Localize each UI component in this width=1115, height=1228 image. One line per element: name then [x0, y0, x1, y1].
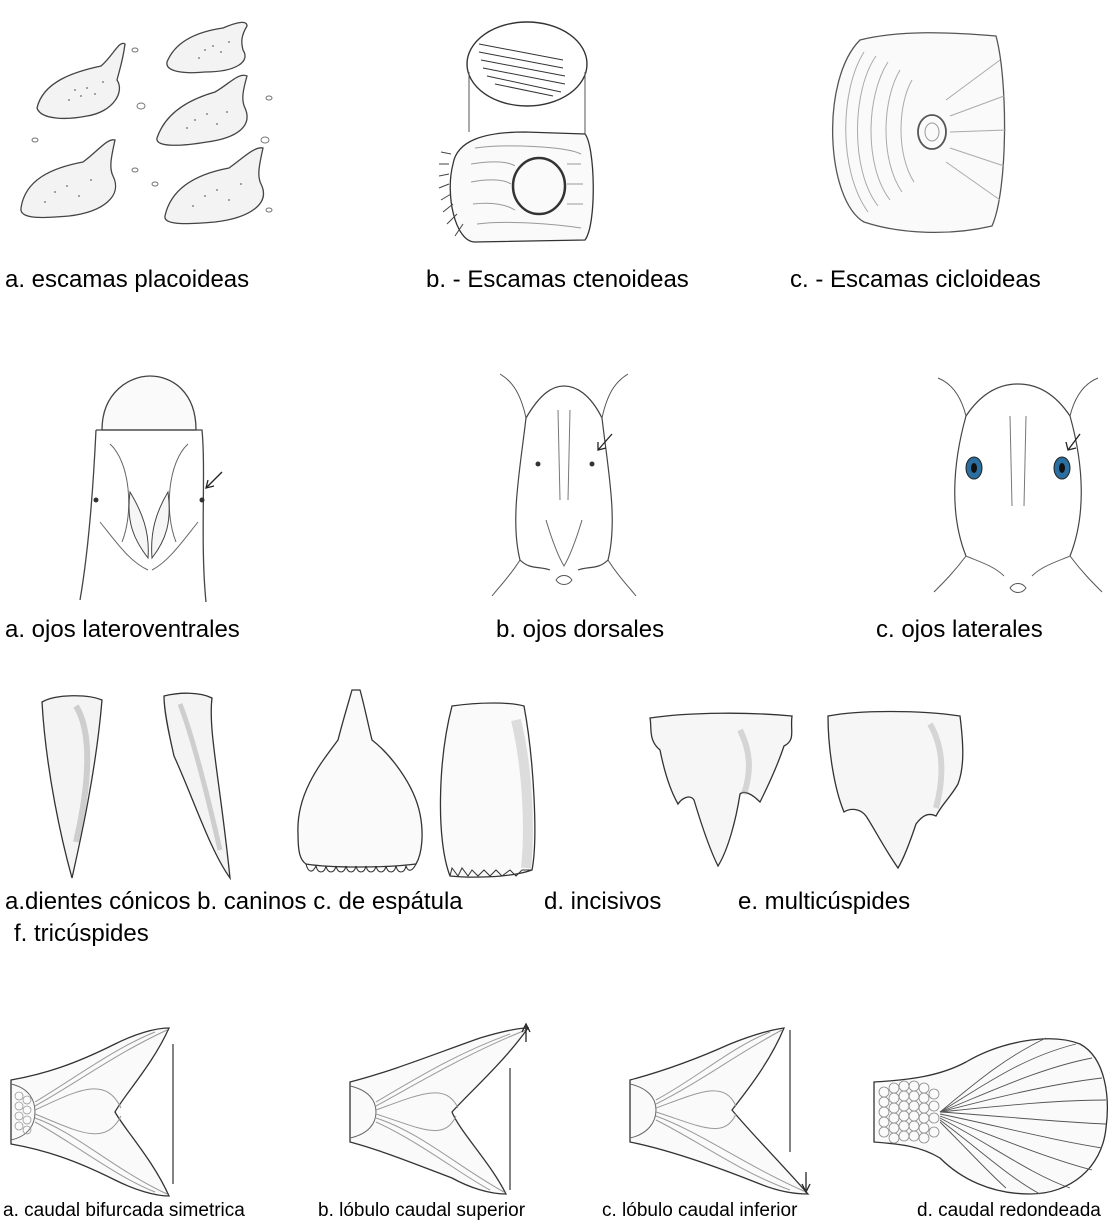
caption-ctenoid-scales: b. - Escamas ctenoideas	[426, 266, 689, 294]
cycloid-scale-illustration	[820, 20, 1010, 240]
symmetric-forked-caudal-illustration	[5, 1024, 195, 1200]
caption-teeth-e: e. multicúspides	[738, 888, 910, 916]
caption-lower-caudal-lobe: c. lóbulo caudal inferior	[602, 1200, 797, 1222]
caption-symmetric-forked-caudal: a. caudal bifurcada simetrica	[3, 1200, 245, 1222]
caption-lateroventral-eyes: a. ojos lateroventrales	[5, 616, 240, 644]
spatulate-tooth-illustration	[290, 684, 430, 882]
upper-caudal-lobe-illustration	[340, 1022, 540, 1200]
lateroventral-eyes-illustration	[60, 372, 230, 602]
placoid-scales-illustration	[15, 20, 285, 225]
caption-rounded-caudal: d. caudal redondeada	[917, 1200, 1101, 1222]
lower-caudal-lobe-illustration	[620, 1022, 820, 1200]
canine-tooth-illustration	[150, 690, 242, 884]
caption-teeth-d: d. incisivos	[544, 888, 661, 916]
rounded-caudal-illustration	[870, 1028, 1110, 1198]
conical-tooth-illustration	[36, 692, 108, 882]
caption-dorsal-eyes: b. ojos dorsales	[496, 616, 664, 644]
caption-upper-caudal-lobe: b. lóbulo caudal superior	[318, 1200, 525, 1222]
caption-placoid-scales: a. escamas placoideas	[5, 266, 249, 294]
dorsal-eyes-illustration	[480, 370, 650, 600]
lateral-eyes-illustration	[930, 376, 1110, 602]
caption-lateral-eyes: c. ojos laterales	[876, 616, 1043, 644]
tricuspid-tooth-illustration	[820, 708, 970, 872]
caption-teeth-a-b-c: a.dientes cónicos b. caninos c. de espát…	[5, 888, 463, 916]
incisor-tooth-illustration	[430, 700, 542, 882]
caption-teeth-f: f. tricúspides	[14, 920, 149, 948]
ctenoid-scale-illustration	[435, 14, 615, 244]
caption-cycloid-scales: c. - Escamas cicloideas	[790, 266, 1041, 294]
multicuspid-tooth-illustration	[640, 710, 800, 870]
